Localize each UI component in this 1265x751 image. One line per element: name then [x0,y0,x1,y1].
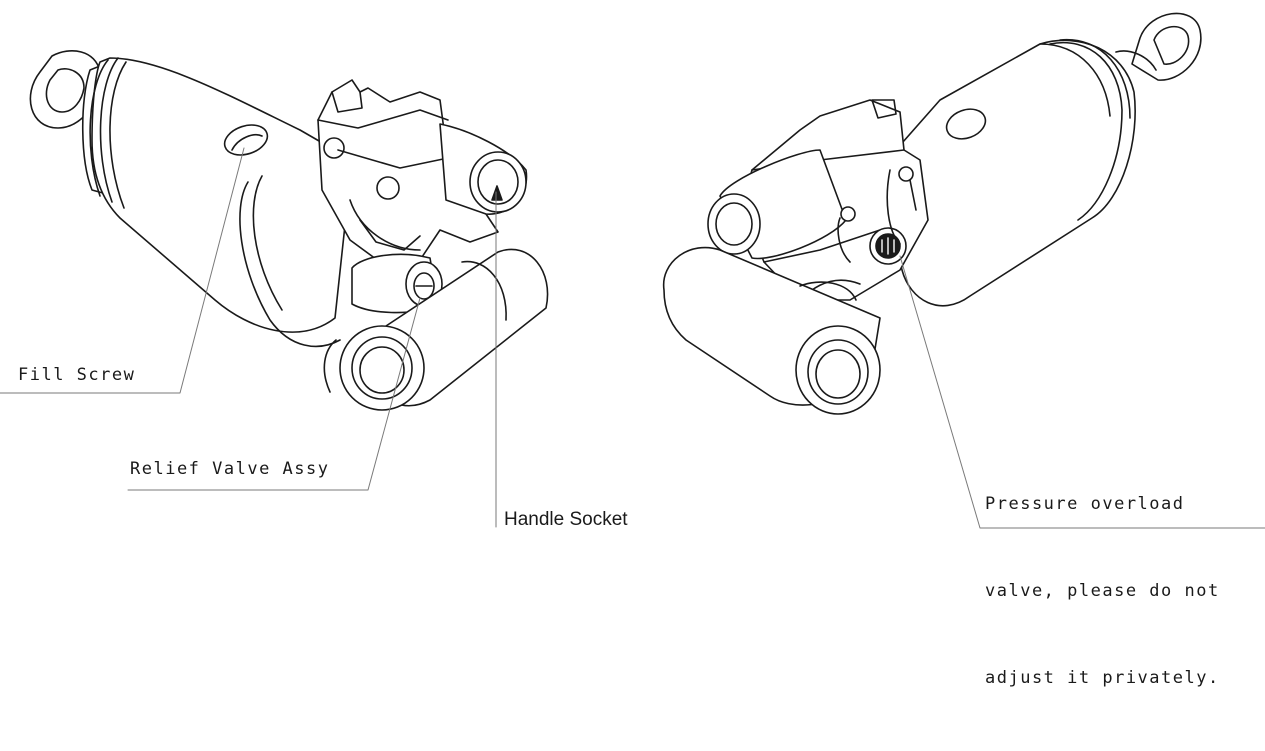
right-lifting-eye [1115,12,1202,81]
left-cylinder-body [89,57,353,348]
label-pressure-line-3: adjust it privately. [985,668,1220,688]
leader-pressure-valve [899,255,1265,529]
label-pressure-overload-valve: Pressure overload valve, please do not a… [985,432,1220,751]
right-cylinder-body [879,38,1136,307]
line-drawing [0,12,1265,529]
left-pump-housing [317,79,499,263]
right-fill-screw-hole [945,108,987,140]
left-fill-screw-hole [223,124,269,156]
left-jack-illustration [29,50,549,411]
leader-lines [0,147,1265,529]
diagram-stage: Fill Screw Relief Valve Assy Handle Sock… [0,12,1265,688]
right-base-tube [662,246,881,415]
leader-fill-screw [0,147,245,394]
label-handle-socket: Handle Socket [504,509,628,530]
left-handle-socket-tube [439,123,528,215]
right-pressure-valve [837,166,917,265]
right-jack-illustration [662,12,1202,415]
label-pressure-line-2: valve, please do not [985,581,1220,601]
label-fill-screw: Fill Screw [18,365,136,385]
label-pressure-line-1: Pressure overload [985,494,1185,514]
left-base-tube [323,248,549,411]
label-relief-valve-assy: Relief Valve Assy [130,459,330,479]
leader-relief-valve [127,297,421,491]
